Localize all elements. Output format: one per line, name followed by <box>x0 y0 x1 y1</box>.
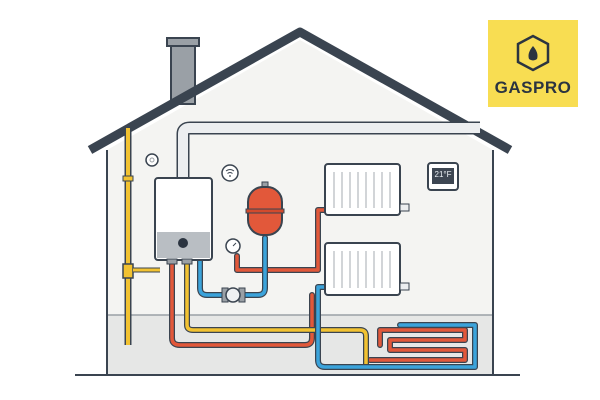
radiator-lower <box>324 242 410 296</box>
logo-text: GASPRO <box>494 78 572 97</box>
radiator-valve <box>399 203 410 212</box>
radiator-valve <box>399 282 410 291</box>
thermostat <box>427 162 459 191</box>
roof <box>87 27 513 154</box>
boiler <box>154 177 213 265</box>
pressure-gauge <box>225 238 241 254</box>
gas-valve <box>122 263 160 279</box>
expansion-tank <box>245 181 285 236</box>
house-flame-icon <box>516 34 550 72</box>
circulation-pump <box>221 287 246 303</box>
flame-indicator-icon <box>178 238 188 248</box>
thermostat-display: 21°F <box>434 170 452 179</box>
wifi-icon <box>221 164 239 182</box>
gaspro-logo: GASPRO <box>488 20 578 107</box>
radiator-upper <box>324 163 410 216</box>
sensor-icon <box>145 153 159 167</box>
